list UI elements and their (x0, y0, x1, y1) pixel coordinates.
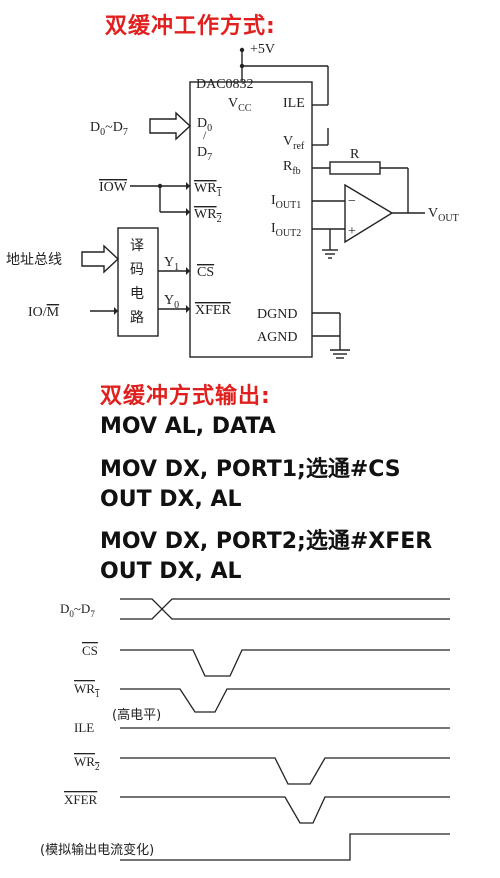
timing-xfer (120, 796, 450, 824)
address-bus-label: 地址总线 (6, 252, 62, 268)
code-line-2: MOV DX, PORT1;选通#CS (100, 457, 401, 482)
chip-name-label: DAC0832 (196, 77, 254, 92)
d0-pin-label: D0 (197, 116, 212, 134)
y1-label: Y1 (164, 255, 179, 273)
decoder-char-4: 路 (130, 310, 144, 326)
timing-wr1-label: WR1 (74, 681, 99, 699)
data-bus-label: D0~D7 (90, 120, 128, 138)
code-line-4: MOV DX, PORT2;选通#XFER (100, 529, 433, 554)
wr1-pin-label: WR1 (194, 181, 222, 199)
vplus-label: +5V (250, 42, 275, 57)
wr2-pin-label: WR2 (194, 207, 222, 225)
code-line-3: OUT DX, AL (100, 487, 242, 512)
opamp-minus: − (348, 194, 356, 209)
data-bus-arrow (149, 111, 192, 141)
timing-ile-note: (高电平) (112, 707, 161, 723)
timing-diagram: D0~D7 CS WR1 ILE (高电平) WR2 XFER (模拟输出电流变… (40, 598, 450, 861)
timing-output-note: (模拟输出电流变化) (40, 842, 154, 858)
code-line-5: OUT DX, AL (100, 559, 242, 584)
title-double-buffer-mode: 双缓冲工作方式: (105, 14, 276, 39)
timing-d-label: D0~D7 (60, 601, 95, 619)
timing-xfer-label: XFER (64, 792, 98, 807)
resistor-label: R (350, 147, 360, 162)
xfer-pin-label: XFER (195, 303, 231, 318)
timing-wr2-label: WR2 (74, 754, 99, 772)
dac0832-chip (189, 81, 313, 358)
timing-cs (120, 649, 450, 677)
vref-label: Vref (283, 134, 305, 152)
timing-data-bus (120, 598, 450, 610)
timing-wr2 (120, 757, 450, 785)
vcc-label: VCC (228, 96, 252, 114)
timing-output (120, 833, 450, 861)
decoder-char-1: 译 (130, 238, 144, 254)
dgnd-label: DGND (257, 307, 297, 322)
timing-ile-label: ILE (74, 720, 94, 735)
ile-pin-label: ILE (283, 96, 305, 111)
title-double-buffer-output: 双缓冲方式输出: (100, 384, 271, 409)
address-bus-arrow (81, 244, 120, 274)
decoder-box (117, 227, 159, 337)
opamp-plus: + (348, 224, 356, 239)
y0-label: Y0 (164, 293, 179, 311)
code-line-1: MOV AL, DATA (100, 414, 276, 439)
iow-label: IOW (99, 180, 128, 195)
d-slash: / (203, 128, 207, 142)
timing-wr1 (120, 688, 450, 713)
agnd-label: AGND (257, 330, 297, 345)
io-m-label: IO/M (28, 305, 60, 320)
decoder-char-3: 电 (130, 286, 144, 302)
vout-label: VOUT (428, 206, 459, 224)
iout1-label: IOUT1 (271, 193, 301, 211)
circuit-diagram: +5V DAC0832 VCC ILE D0 / D7 Vref Rfb R I… (6, 42, 459, 359)
d7-pin-label: D7 (197, 145, 212, 163)
op-amp (344, 183, 394, 244)
cs-pin-label: CS (197, 265, 214, 280)
resistor-r (329, 161, 381, 175)
decoder-char-2: 码 (130, 262, 144, 278)
rfb-label: Rfb (283, 159, 301, 177)
timing-cs-label: CS (82, 643, 98, 658)
iout2-label: IOUT2 (271, 221, 301, 239)
